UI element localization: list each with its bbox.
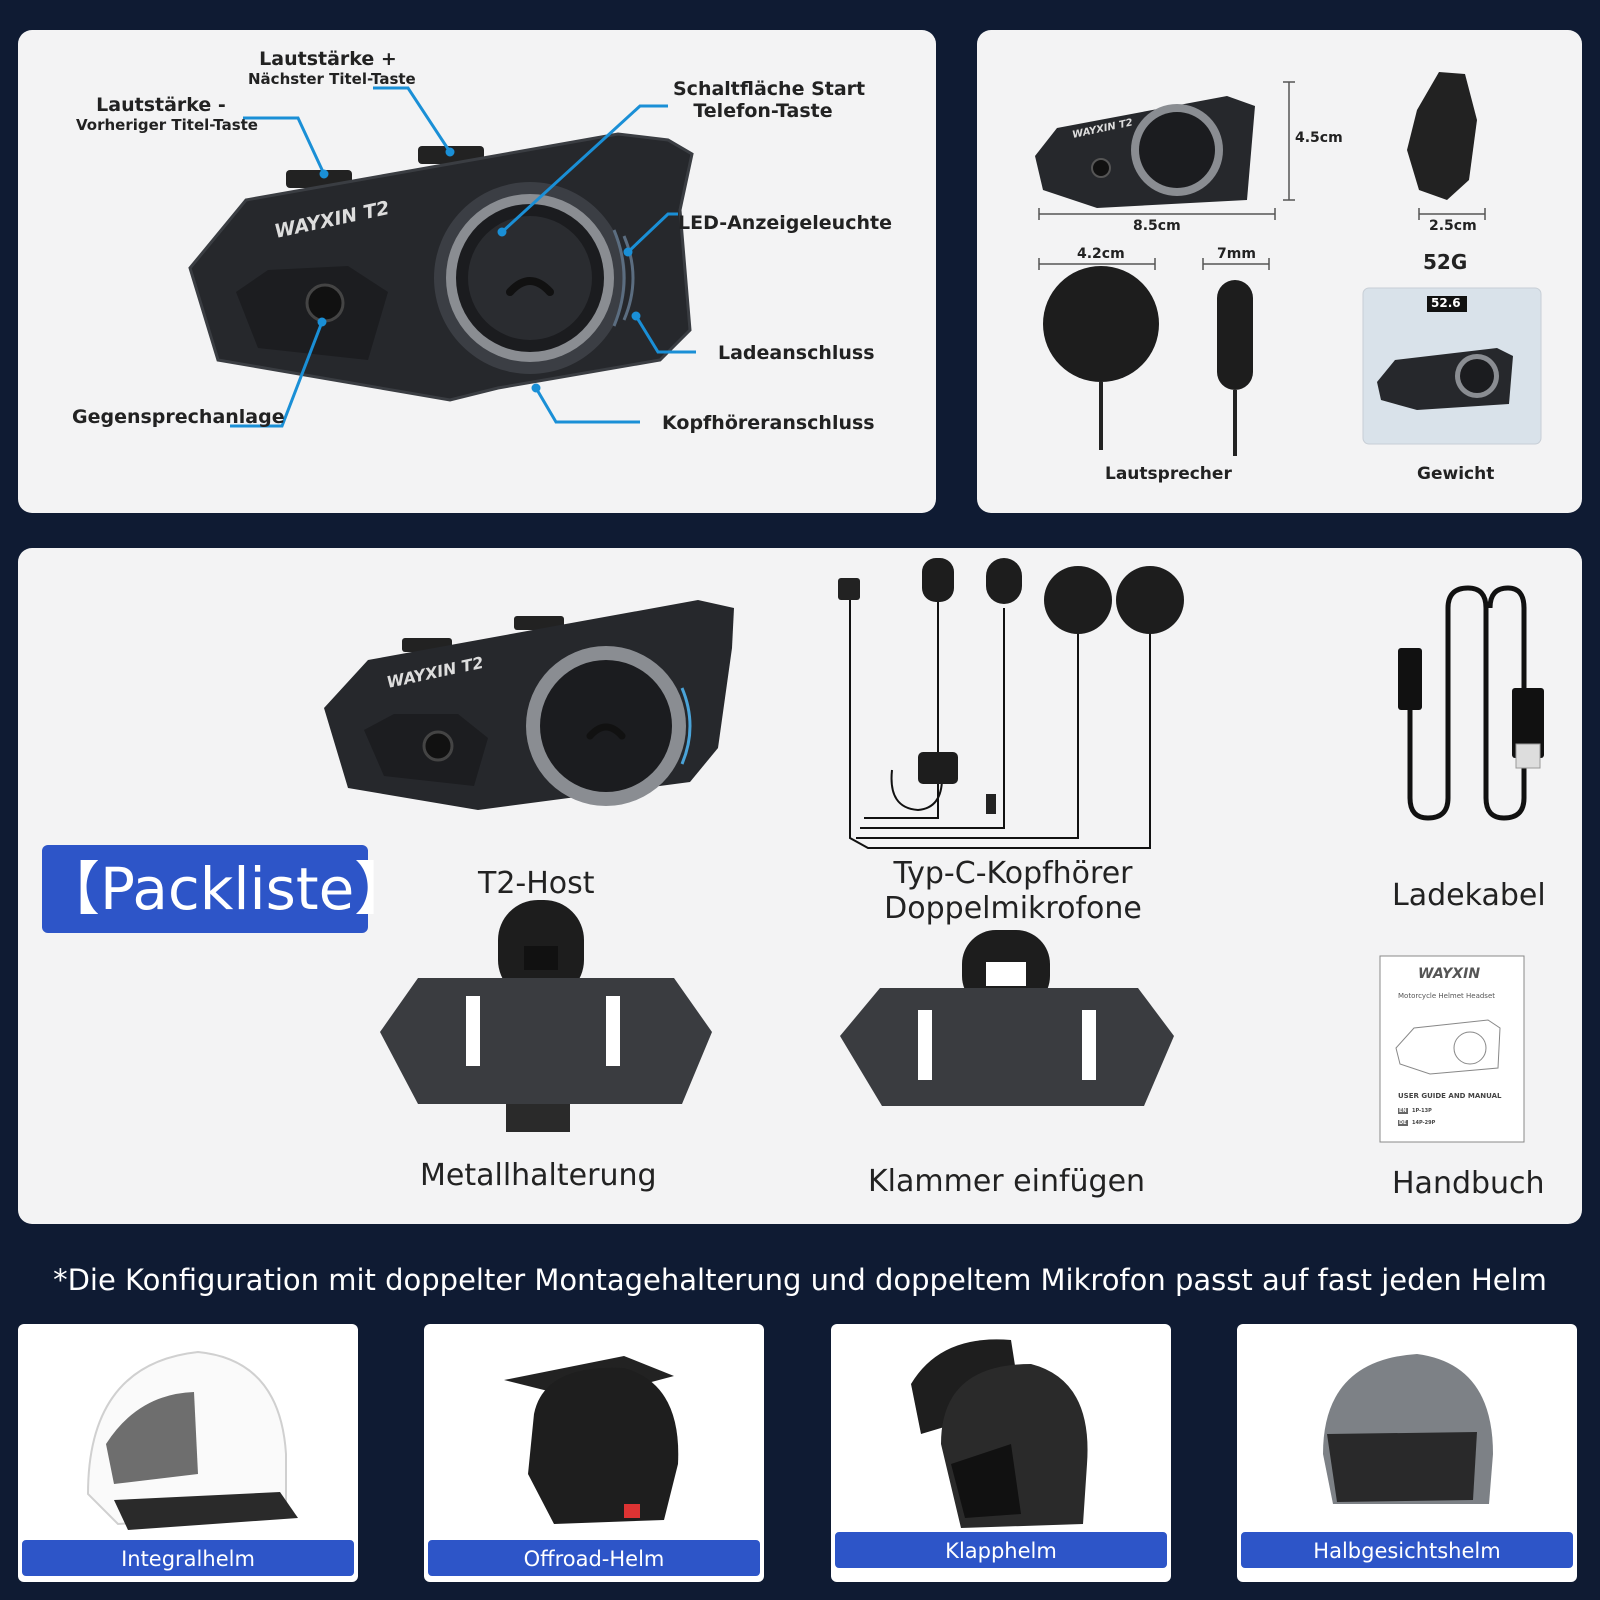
callout-intercom: Gegensprechanlage — [72, 406, 285, 428]
helmet-tag-integral: Integralhelm — [20, 1538, 356, 1578]
compatibility-note: *Die Konfiguration mit doppelter Montage… — [53, 1263, 1547, 1297]
helmet-card-open-face: Halbgesichtshelm — [1237, 1324, 1577, 1582]
manual-pages-de: 14P-29P — [1412, 1120, 1436, 1126]
packlist-illustration: WAYXIN T2 — [324, 558, 1544, 1143]
dim-weight-value: 52G — [1423, 250, 1468, 274]
callout-vol-minus: Lautstärke - Vorheriger Titel-Taste — [76, 94, 258, 134]
callout-vol-plus-sub: Nächster Titel-Taste — [248, 70, 416, 88]
callout-vol-minus-sub: Vorheriger Titel-Taste — [76, 116, 258, 134]
manual-lang-de: DE — [1399, 1120, 1407, 1126]
helmet-card-integral: Integralhelm — [18, 1324, 358, 1582]
dim-height: 4.5cm — [1295, 130, 1343, 146]
manual-pages-en: 1P-13P — [1412, 1108, 1432, 1114]
helmet-tag-open-face: Halbgesichtshelm — [1239, 1530, 1575, 1570]
callout-start-button-line2: Telefon-Taste — [693, 100, 833, 122]
dimensions-illustration: WAYXIN T2 — [1035, 72, 1542, 456]
callout-headphone-port: Kopfhöreranschluss — [662, 412, 875, 434]
callout-led: LED-Anzeigeleuchte — [678, 212, 892, 234]
helmet-card-flip: Klapphelm — [831, 1324, 1171, 1582]
manual-guide: USER GUIDE AND MANUAL — [1398, 1092, 1502, 1100]
callout-charge-port: Ladeanschluss — [718, 342, 875, 364]
dim-speaker-thickness: 7mm — [1217, 246, 1256, 262]
dimensions-panel: WAYXIN T2 52.6 4.5cm 8.5cm 2.5cm — [977, 30, 1582, 513]
dim-width: 8.5cm — [1133, 218, 1181, 234]
callout-start-button-line1: Schaltfläche Start — [673, 78, 866, 100]
helmet-integral-image — [86, 1350, 298, 1530]
device-illustration: WAYXIN T2 — [188, 86, 696, 428]
helmet-flip-image — [911, 1339, 1088, 1528]
pack-item-headset: Typ-C-Kopfhörer Doppelmikrofone — [848, 856, 1178, 926]
helmet-card-offroad: Offroad-Helm — [424, 1324, 764, 1582]
helmet-offroad-image — [504, 1356, 679, 1524]
pack-item-headset-line2: Doppelmikrofone — [884, 891, 1142, 926]
helmet-tag-flip: Klapphelm — [833, 1530, 1169, 1570]
helmet-open-face-image — [1323, 1354, 1493, 1504]
pack-item-cable: Ladekabel — [1392, 878, 1546, 913]
manual-brand: WAYXIN — [1418, 966, 1481, 982]
helmet-tag-offroad: Offroad-Helm — [426, 1538, 762, 1578]
packlist-title-badge: 【Packliste】 — [42, 845, 412, 933]
dim-speaker-diameter: 4.2cm — [1077, 246, 1125, 262]
pack-item-headset-line1: Typ-C-Kopfhörer — [893, 856, 1133, 891]
pack-item-metal-mount: Metallhalterung — [420, 1158, 657, 1193]
callout-start-button: Schaltfläche Start Telefon-Taste — [673, 78, 866, 122]
manual-subtitle: Motorcycle Helmet Headset — [1398, 992, 1496, 1000]
dim-weight-label: Gewicht — [1417, 464, 1495, 484]
dim-speaker-label: Lautsprecher — [1105, 464, 1232, 484]
callout-vol-plus-label: Lautstärke + — [259, 48, 397, 70]
callout-vol-plus: Lautstärke + Nächster Titel-Taste — [248, 48, 416, 88]
device-callout-panel: WAYXIN T2 Lautstärke + Nächster Titel-Ta… — [18, 30, 936, 513]
dim-scale-display: 52.6 — [1431, 296, 1461, 310]
callout-vol-minus-label: Lautstärke - — [96, 94, 226, 116]
pack-item-manual: Handbuch — [1392, 1166, 1545, 1201]
pack-item-clip: Klammer einfügen — [868, 1164, 1146, 1199]
pack-item-host: T2-Host — [478, 866, 595, 901]
dim-depth: 2.5cm — [1429, 218, 1477, 234]
manual-lang-en: EN — [1399, 1108, 1407, 1114]
